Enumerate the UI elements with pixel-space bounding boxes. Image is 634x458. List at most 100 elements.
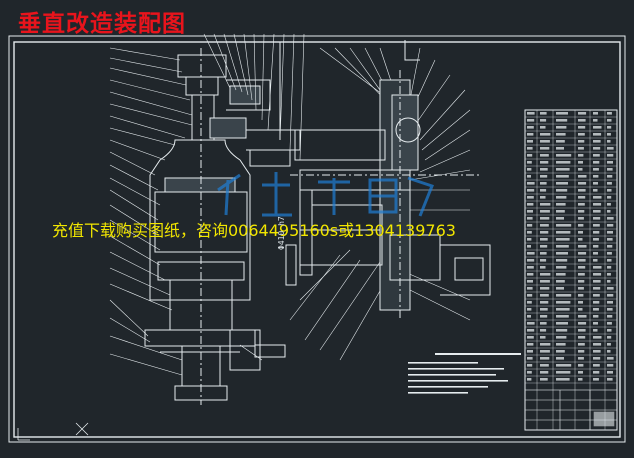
table-cell-glyphs — [540, 182, 547, 185]
table-cell-glyphs — [607, 161, 613, 164]
leader-lines-left — [109, 47, 193, 376]
table-cell-glyphs — [607, 168, 613, 171]
table-cell-glyphs — [607, 336, 612, 339]
table-cell-glyphs — [593, 238, 599, 241]
table-cell-glyphs — [556, 175, 569, 178]
table-cell-glyphs — [556, 140, 565, 143]
table-cell-glyphs — [578, 245, 587, 248]
table-cell-glyphs — [527, 364, 533, 367]
table-cell-glyphs — [540, 203, 551, 206]
table-cell-glyphs — [540, 287, 550, 290]
table-cell-glyphs — [527, 238, 532, 241]
table-cell-glyphs — [607, 294, 614, 297]
table-cell-glyphs — [527, 133, 534, 136]
table-cell-glyphs — [527, 112, 535, 115]
table-cell-glyphs — [593, 329, 598, 332]
table-cell-glyphs — [578, 126, 586, 129]
table-cell-glyphs — [556, 301, 571, 304]
table-cell-glyphs — [556, 294, 572, 297]
table-cell-glyphs — [527, 154, 533, 157]
table-cell-glyphs — [556, 245, 569, 248]
table-cell-glyphs — [578, 280, 585, 283]
table-cell-glyphs — [607, 210, 611, 213]
table-cell-glyphs — [578, 273, 585, 276]
watermark-text: 充值下载购买图纸，咨询0064495160s或1304139763 — [52, 221, 456, 240]
table-cell-glyphs — [593, 224, 600, 227]
table-cell-glyphs — [607, 147, 614, 150]
table-cell-glyphs — [540, 126, 546, 129]
parts-list-table — [524, 109, 618, 431]
dimension-label: Φ410 h7 — [277, 216, 286, 250]
table-cell-glyphs — [593, 112, 598, 115]
table-cell-glyphs — [607, 371, 613, 374]
table-cell-glyphs — [607, 140, 611, 143]
table-cell-glyphs — [578, 259, 586, 262]
table-cell-glyphs — [527, 161, 532, 164]
table-cell-glyphs — [556, 133, 566, 136]
table-cell-glyphs — [556, 147, 564, 150]
table-cell-glyphs — [527, 371, 532, 374]
table-cell-glyphs — [607, 322, 612, 325]
table-cell-glyphs — [556, 343, 566, 346]
table-cell-glyphs — [556, 238, 570, 241]
table-cell-glyphs — [607, 238, 613, 241]
table-cell-glyphs — [540, 357, 550, 360]
corner-marks — [17, 422, 89, 441]
table-cell-glyphs — [578, 182, 587, 185]
table-cell-glyphs — [556, 231, 571, 234]
table-cell-glyphs — [578, 140, 585, 143]
table-cell-glyphs — [607, 112, 612, 115]
table-cell-glyphs — [607, 189, 612, 192]
table-cell-glyphs — [593, 154, 600, 157]
table-cell-glyphs — [593, 343, 602, 346]
table-cell-glyphs — [556, 329, 568, 332]
table-cell-glyphs — [527, 210, 533, 213]
table-cell-glyphs — [578, 308, 583, 311]
table-cell-glyphs — [556, 224, 572, 227]
table-cell-glyphs — [556, 189, 568, 192]
table-cell-glyphs — [578, 154, 584, 157]
table-cell-glyphs — [527, 287, 533, 290]
table-cell-glyphs — [556, 168, 570, 171]
table-cell-glyphs — [593, 301, 600, 304]
table-cell-glyphs — [540, 294, 549, 297]
table-cell-glyphs — [540, 175, 548, 178]
table-cell-glyphs — [607, 343, 611, 346]
table-cell-glyphs — [607, 364, 614, 367]
table-cell-glyphs — [556, 210, 565, 213]
table-cell-glyphs — [578, 161, 583, 164]
watermark-logo — [217, 172, 434, 217]
table-cell-glyphs — [578, 329, 586, 332]
table-cell-glyphs — [578, 203, 585, 206]
table-cell-glyphs — [527, 182, 535, 185]
table-cell-glyphs — [593, 133, 602, 136]
table-cell-glyphs — [527, 329, 535, 332]
table-cell-glyphs — [556, 112, 568, 115]
table-cell-glyphs — [540, 336, 546, 339]
table-cell-glyphs — [578, 119, 586, 122]
table-cell-glyphs — [527, 203, 534, 206]
table-cell-glyphs — [540, 196, 546, 199]
table-cell-glyphs — [593, 140, 601, 143]
table-cell-glyphs — [607, 217, 614, 220]
table-cell-glyphs — [593, 210, 601, 213]
table-cell-glyphs — [540, 119, 547, 122]
table-cell-glyphs — [527, 378, 532, 381]
table-cell-glyphs — [527, 126, 534, 129]
table-cell-glyphs — [578, 364, 584, 367]
table-cell-glyphs — [556, 364, 572, 367]
table-cell-glyphs — [540, 224, 549, 227]
table-cell-glyphs — [593, 126, 602, 129]
table-cell-glyphs — [527, 252, 535, 255]
table-cell-glyphs — [556, 350, 565, 353]
table-cell-glyphs — [540, 161, 549, 164]
table-cell-glyphs — [540, 259, 547, 262]
table-cell-glyphs — [556, 161, 571, 164]
table-cell-glyphs — [578, 301, 583, 304]
table-cell-glyphs — [578, 196, 586, 199]
table-cell-glyphs — [607, 175, 613, 178]
table-cell-glyphs — [593, 322, 598, 325]
table-cell-glyphs — [556, 371, 571, 374]
table-cell-glyphs — [540, 350, 550, 353]
table-cell-glyphs — [578, 175, 587, 178]
